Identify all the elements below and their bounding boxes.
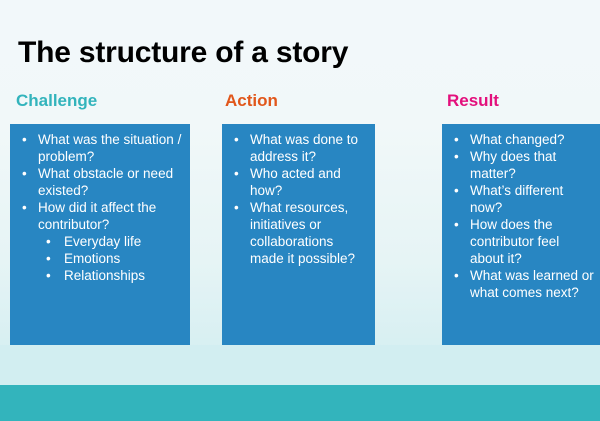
list-item: • Why does that matter?	[448, 148, 594, 182]
sub-list-item: • Emotions	[38, 250, 184, 267]
page-title: The structure of a story	[18, 36, 349, 69]
bullet-icon: •	[454, 217, 459, 232]
bullet-list-challenge: • What was the situation / problem? • Wh…	[16, 131, 184, 233]
list-item: • What was learned or what comes next?	[448, 267, 594, 301]
list-item: • What changed?	[448, 131, 594, 148]
list-item-label: What obstacle or need existed?	[38, 166, 174, 198]
content-box-result: • What changed? • Why does that matter? …	[442, 124, 600, 346]
bullet-icon: •	[454, 132, 459, 147]
list-item: • What obstacle or need existed?	[16, 165, 184, 199]
list-item: • How did it affect the contributor?	[16, 199, 184, 233]
bullet-icon: •	[234, 166, 239, 181]
list-item: • What was the situation / problem?	[16, 131, 184, 165]
bullet-list-result: • What changed? • Why does that matter? …	[448, 131, 594, 301]
list-item: • How does the contributor feel about it…	[448, 216, 594, 267]
list-item: • What’s different now?	[448, 182, 594, 216]
bullet-icon: •	[454, 268, 459, 283]
list-item-label: What changed?	[470, 132, 565, 147]
column-heading-action: Action	[225, 91, 278, 110]
list-item-label: What was done to address it?	[250, 132, 359, 164]
list-item: • Who acted and how?	[228, 165, 369, 199]
bullet-icon: •	[234, 200, 239, 215]
column-heading-result: Result	[447, 91, 499, 110]
bullet-icon: •	[234, 132, 239, 147]
list-item-label: How does the contributor feel about it?	[470, 217, 560, 266]
footer-light-band	[0, 345, 600, 385]
list-item-label: What was learned or what comes next?	[470, 268, 594, 300]
bullet-icon: •	[46, 268, 51, 283]
sub-list-item-label: Relationships	[64, 268, 146, 283]
bullet-icon: •	[454, 149, 459, 164]
list-item-label: Why does that matter?	[470, 149, 557, 181]
sub-bullet-list-challenge: • Everyday life • Emotions • Relationshi…	[16, 233, 184, 284]
list-item: • What resources, initiatives or collabo…	[228, 199, 369, 267]
list-item-label: Who acted and how?	[250, 166, 341, 198]
list-item-label: What’s different now?	[470, 183, 564, 215]
bullet-icon: •	[454, 183, 459, 198]
bullet-icon: •	[46, 251, 51, 266]
footer-teal-band	[0, 385, 600, 421]
sub-list-item: • Everyday life	[38, 233, 184, 250]
sub-list-item-label: Emotions	[64, 251, 121, 266]
bullet-icon: •	[22, 200, 27, 215]
bullet-list-action: • What was done to address it? • Who act…	[228, 131, 369, 267]
sub-list-item: • Relationships	[38, 267, 184, 284]
bullet-icon: •	[46, 234, 51, 249]
sub-list-item-label: Everyday life	[64, 234, 142, 249]
list-item-label: What resources, initiatives or collabora…	[250, 200, 356, 266]
content-box-challenge: • What was the situation / problem? • Wh…	[10, 124, 190, 346]
bullet-icon: •	[22, 166, 27, 181]
list-item-label: What was the situation / problem?	[38, 132, 182, 164]
column-heading-challenge: Challenge	[16, 91, 98, 110]
content-box-action: • What was done to address it? • Who act…	[222, 124, 375, 346]
bullet-icon: •	[22, 132, 27, 147]
list-item-label: How did it affect the contributor?	[38, 200, 157, 232]
list-item: • What was done to address it?	[228, 131, 369, 165]
